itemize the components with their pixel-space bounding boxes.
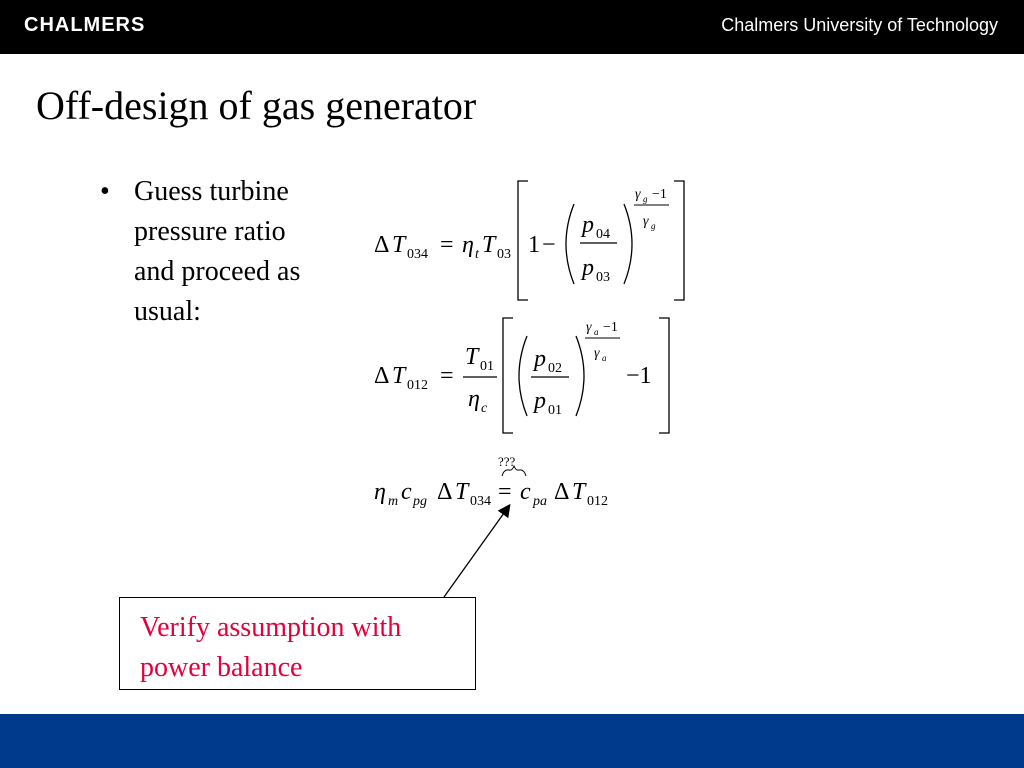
equals-sign: =	[498, 479, 512, 505]
delta-symbol: Δ	[374, 363, 389, 389]
bullet-list: Guess turbine pressure ratio and proceed…	[100, 172, 360, 332]
subscript: 01	[480, 359, 494, 374]
equation-power-balance: η m c pg Δ T 034 ??? = c pa Δ T 012	[374, 454, 608, 509]
subscript: 04	[596, 227, 610, 242]
temperature-symbol: T	[392, 232, 407, 258]
subscript: 03	[596, 270, 610, 285]
bullet-line: Guess turbine	[134, 176, 289, 207]
left-bracket	[502, 317, 513, 434]
gamma-symbol: γ	[586, 320, 592, 335]
exponent-minus-one: −1	[603, 320, 618, 335]
header-bar: CHALMERS Chalmers University of Technolo…	[0, 0, 1024, 54]
right-bracket	[659, 317, 670, 434]
overbrace	[501, 464, 527, 477]
pressure-symbol: p	[532, 388, 546, 414]
right-paren	[623, 203, 633, 285]
subscript: m	[388, 494, 398, 509]
bullet-line: pressure ratio	[134, 216, 286, 247]
question-marks: ???	[498, 454, 516, 469]
left-bracket	[517, 180, 528, 301]
bullet-line: and proceed as	[134, 256, 301, 287]
minus-one: −1	[626, 363, 652, 389]
callout-line: power balance	[140, 652, 303, 683]
subscript: 012	[587, 494, 608, 509]
exponent-minus-one: −1	[652, 187, 667, 202]
temperature-symbol: T	[455, 479, 470, 505]
callout-arrow	[443, 503, 511, 598]
callout-box: Verify assumption with power balance	[119, 597, 476, 690]
delta-symbol: Δ	[374, 232, 389, 258]
subscript: a	[602, 353, 607, 363]
bullet-item: Guess turbine pressure ratio and proceed…	[100, 172, 360, 332]
subscript: g	[643, 194, 648, 204]
subscript: g	[651, 221, 656, 231]
delta-symbol: Δ	[554, 479, 569, 505]
subscript: pg	[412, 494, 427, 509]
university-name: Chalmers University of Technology	[721, 15, 998, 35]
equals-sign: =	[440, 363, 454, 389]
equation-compressor-temperature-rise: Δ T 012 = T 01 η c p 02 p 01 γ a −1 γ a …	[374, 317, 670, 434]
subscript: a	[594, 327, 599, 337]
eta-symbol: η	[374, 479, 386, 505]
footer-bar	[0, 714, 1024, 768]
temperature-symbol: T	[465, 344, 480, 370]
minus-sign: −	[542, 232, 556, 258]
specific-heat-symbol: c	[520, 479, 531, 505]
temperature-symbol: T	[392, 363, 407, 389]
callout-line: Verify assumption with	[140, 612, 402, 643]
temperature-symbol: T	[482, 232, 497, 258]
slide-title: Off-design of gas generator	[36, 83, 477, 128]
subscript: 012	[407, 378, 428, 393]
gamma-symbol: γ	[594, 346, 600, 361]
pressure-symbol: p	[580, 212, 594, 238]
callout-text: Verify assumption with power balance	[140, 608, 470, 688]
chalmers-logo: CHALMERS	[24, 14, 146, 36]
eta-symbol: η	[468, 386, 480, 412]
pressure-symbol: p	[580, 255, 594, 281]
right-paren	[575, 335, 585, 417]
subscript: 034	[470, 494, 491, 509]
right-bracket	[674, 180, 685, 301]
equations-area: Δ T 034 = η t T 03 1 − p 04 p 03 γ g −1 …	[374, 180, 685, 598]
subscript: 01	[548, 403, 562, 418]
left-paren	[518, 335, 528, 417]
subscript: c	[481, 401, 488, 416]
eta-symbol: η	[462, 232, 474, 258]
subscript: 034	[407, 247, 428, 262]
subscript: pa	[532, 494, 547, 509]
gamma-symbol: γ	[643, 214, 649, 229]
pressure-symbol: p	[532, 346, 546, 372]
subscript: 03	[497, 247, 511, 262]
equation-turbine-temperature-drop: Δ T 034 = η t T 03 1 − p 04 p 03 γ g −1 …	[374, 180, 685, 301]
bullet-line: usual:	[134, 296, 201, 327]
subscript: 02	[548, 361, 562, 376]
subscript: t	[475, 247, 480, 262]
equals-sign: =	[440, 232, 454, 258]
specific-heat-symbol: c	[401, 479, 412, 505]
left-paren	[565, 203, 575, 285]
delta-symbol: Δ	[437, 479, 452, 505]
one: 1	[528, 232, 540, 258]
gamma-symbol: γ	[635, 187, 641, 202]
temperature-symbol: T	[572, 479, 587, 505]
